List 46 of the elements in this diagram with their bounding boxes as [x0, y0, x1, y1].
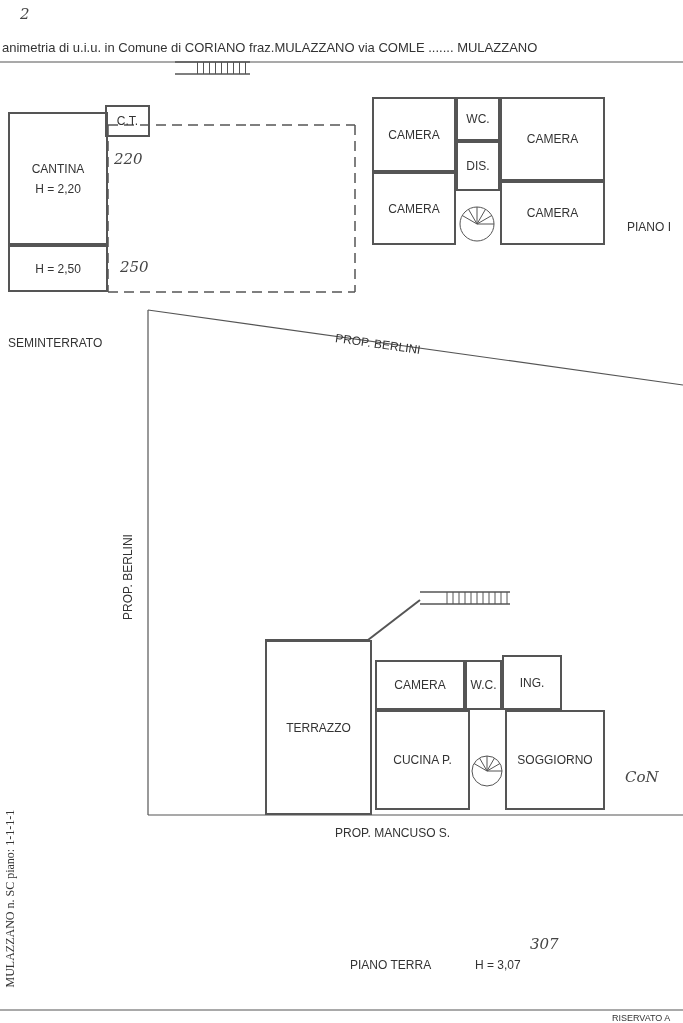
room-outline	[8, 245, 108, 292]
room-label: CAMERA	[388, 127, 440, 142]
room-label: WC.	[466, 112, 490, 126]
room-label: SOGGIORNO	[517, 753, 593, 767]
room-label: CAMERA	[394, 678, 446, 692]
room-outline	[456, 141, 500, 191]
room-label: CUCINA P.	[393, 753, 452, 767]
callout-number: 2	[20, 5, 30, 23]
room-outline	[465, 660, 502, 710]
room-label: W.C.	[470, 678, 497, 692]
property-label: PROP. BERLINI	[120, 534, 135, 620]
handwritten-note: 307	[530, 935, 559, 953]
room-outline	[456, 97, 500, 141]
room-label: CAMERA	[526, 206, 579, 220]
room-label: H = 2,50	[35, 261, 81, 276]
room-label: CAMERA	[388, 201, 440, 216]
stamp-label: RISERVATO A	[612, 1013, 671, 1023]
room-label: DIS.	[466, 159, 490, 173]
property-label: PROP. BERLINI	[334, 331, 422, 357]
floor-label: SEMINTERRATO	[8, 336, 103, 350]
room-label: TERRAZZO	[286, 720, 351, 735]
room-outline	[8, 112, 108, 245]
room-outline	[505, 710, 605, 810]
room-label: H = 2,20	[35, 181, 81, 196]
handwritten-note: CoN	[625, 768, 659, 786]
floor-label: PIANO I	[627, 220, 671, 234]
room-label: ING.	[519, 675, 545, 690]
room-outline	[372, 172, 456, 245]
room-outline	[500, 181, 605, 245]
floor-label: PIANO TERRA	[350, 958, 432, 972]
room-outline	[502, 655, 562, 710]
room-outline	[375, 710, 470, 810]
file-reference: MULAZZANO n. SC piano: 1-1-1-1	[2, 808, 18, 988]
room-label: CAMERA	[526, 132, 579, 146]
room-outline	[265, 640, 372, 815]
handwritten-note: 250	[120, 258, 149, 276]
room-outline	[372, 97, 456, 172]
form-header: animetria di u.i.u. in Comune di CORIANO fraz.MULAZZANO via COMLE ....... MULAZZANO	[2, 40, 538, 55]
room-outline	[105, 105, 150, 137]
property-label: PROP. MANCUSO S.	[335, 826, 451, 840]
room-label: CANTINA	[31, 161, 85, 176]
handwritten-note: 220	[114, 150, 143, 168]
height-label: H = 3,07	[475, 958, 521, 972]
room-outline	[500, 97, 605, 181]
room-label: C.T.	[116, 114, 139, 128]
room-outline	[375, 660, 465, 710]
